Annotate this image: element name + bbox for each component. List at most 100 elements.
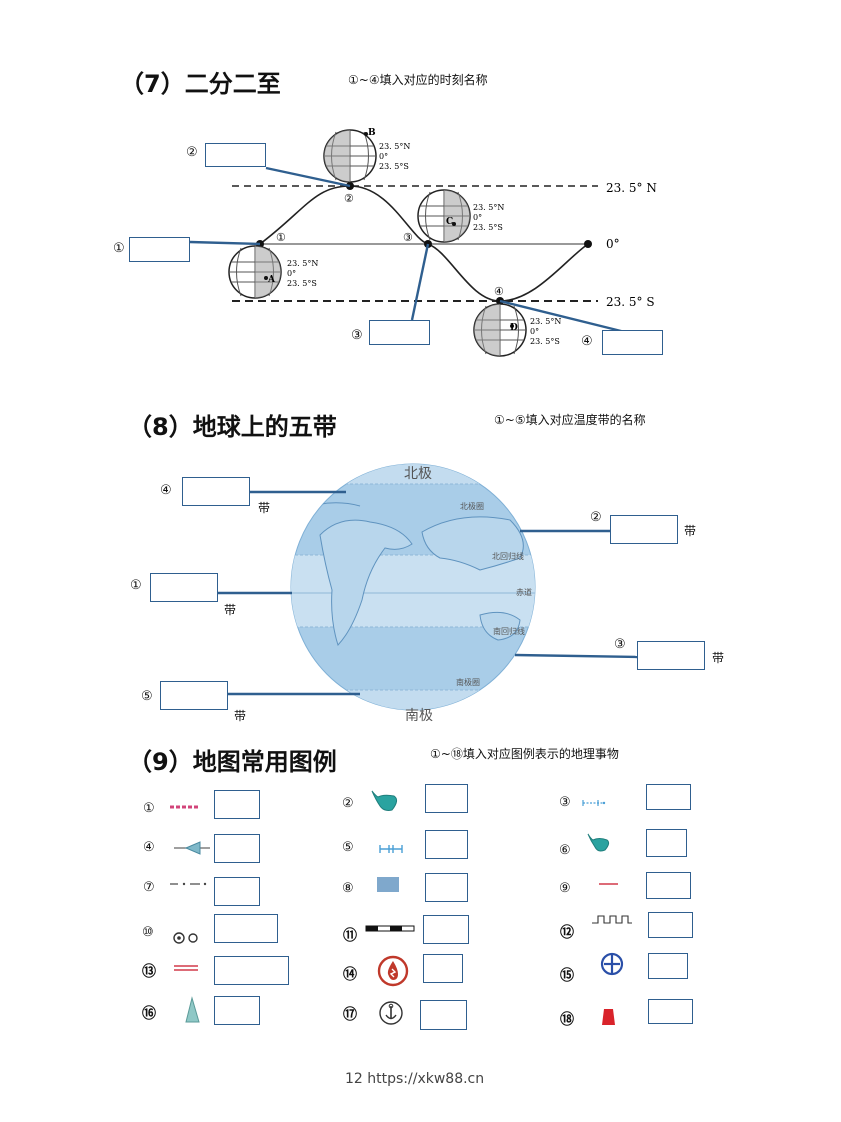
equator-label: 赤道 (516, 587, 532, 597)
legend-answer-box-3[interactable] (646, 784, 691, 810)
section7-instruction: ①~④填入对应的时刻名称 (348, 73, 488, 87)
s8-answer-box-4[interactable] (182, 477, 250, 506)
legend-num-10: ⑩ (142, 925, 154, 940)
s8-answer-box-3[interactable] (637, 641, 705, 670)
north-pole-label: 北极 (404, 466, 432, 482)
legend-num-15: ⑮ (560, 968, 574, 984)
svg-text:23. 5°N: 23. 5°N (287, 259, 318, 268)
legend-8-marsh-icon (377, 877, 399, 892)
s7-answer-box-4[interactable] (602, 330, 663, 355)
legend-answer-box-11[interactable] (423, 915, 469, 944)
s8-suffix-2: 带 (684, 524, 697, 538)
leader-4 (499, 299, 626, 334)
s8-answer-box-1[interactable] (150, 573, 218, 602)
leader-3 (410, 243, 430, 321)
legend-num-11: ⑪ (343, 928, 357, 944)
s8-suffix-1: 带 (224, 603, 237, 617)
legend-answer-box-10[interactable] (214, 914, 278, 943)
s8-num-1: ① (130, 578, 142, 593)
legend-answer-box-17[interactable] (420, 1000, 467, 1030)
tropic-cancer-label: 北回归线 (492, 551, 524, 561)
legend-answer-box-13[interactable] (214, 956, 289, 985)
legend-12-great-wall-icon (592, 915, 632, 924)
svg-text:23. 5°S: 23. 5°S (287, 279, 317, 288)
leader-2 (265, 166, 351, 188)
svg-text:0°: 0° (530, 327, 539, 336)
curve-num-2: ② (344, 192, 354, 205)
svg-text:23. 5°N: 23. 5°N (473, 203, 504, 212)
legend-num-12: ⑫ (560, 925, 574, 941)
legend-10-city-icon (173, 932, 198, 944)
legend-num-9: ⑨ (559, 881, 571, 896)
s7-answer-box-1[interactable] (129, 237, 190, 262)
svg-text:B: B (368, 128, 376, 138)
legend-answer-box-7[interactable] (214, 877, 260, 906)
section8-instruction: ①~⑤填入对应温度带的名称 (494, 413, 646, 427)
legend-num-2: ② (342, 796, 354, 811)
s8-answer-box-5[interactable] (160, 681, 228, 710)
s8-num-2: ② (590, 510, 602, 525)
antarctic-circle-label: 南极圈 (456, 677, 480, 687)
globe-a: A 23. 5°N 0° 23. 5°S (228, 245, 318, 299)
legend-answer-box-1[interactable] (214, 790, 260, 819)
legend-answer-box-18[interactable] (648, 999, 693, 1024)
legend-answer-box-16[interactable] (214, 996, 260, 1025)
s8-answer-box-2[interactable] (610, 515, 678, 544)
south-pole-label: 南极 (405, 708, 433, 724)
section9-title: （9）地图常用图例 (128, 748, 337, 776)
legend-num-18: ⑱ (560, 1012, 574, 1028)
s8-suffix-5: 带 (234, 709, 247, 723)
svg-text:23. 5°S: 23. 5°S (473, 223, 503, 232)
curve-num-4: ④ (494, 285, 504, 298)
leader-1 (189, 240, 261, 246)
legend-answer-box-14[interactable] (423, 954, 463, 983)
s8-num-3: ③ (614, 637, 626, 652)
solstice-equinox-diagram: 23. 5° N 0° 23. 5° S ① ② ③ ④ A 23. 5°N 0… (189, 128, 657, 357)
five-zones-diagram: 北极 南极 北极圈 北回归线 赤道 南回归线 南极圈 (217, 463, 638, 724)
legend-answer-box-2[interactable] (425, 784, 468, 813)
legend-16-mountain-peak-icon (185, 996, 200, 1023)
section8-title: （8）地球上的五带 (128, 413, 337, 441)
legend-5-canal-icon (379, 845, 403, 853)
svg-text:0°: 0° (379, 152, 388, 161)
s7-answer-box-2[interactable] (205, 143, 266, 167)
legend-4-waterfall-icon (174, 841, 210, 855)
legend-2-lake-icon (371, 790, 398, 811)
legend-num-14: ⑭ (343, 967, 357, 983)
legend-answer-box-12[interactable] (648, 912, 693, 938)
legend-num-4: ④ (143, 840, 155, 855)
svg-text:D: D (510, 323, 518, 333)
legend-7-boundary-icon (170, 882, 207, 886)
legend-num-6: ⑥ (559, 843, 571, 858)
legend-answer-box-5[interactable] (425, 830, 468, 859)
svg-text:0°: 0° (473, 213, 482, 222)
legend-18-mine-icon (602, 1009, 615, 1025)
legend-num-5: ⑤ (342, 840, 354, 855)
legend-1-border-icon (170, 805, 198, 809)
legend-14-oil-field-icon (377, 955, 409, 987)
s7-num-1: ① (113, 241, 125, 256)
legend-num-7: ⑦ (143, 880, 155, 895)
curve-num-1: ① (276, 231, 286, 244)
legend-answer-box-6[interactable] (646, 829, 687, 857)
legend-answer-box-8[interactable] (425, 873, 468, 902)
legend-num-13: ⑬ (142, 964, 156, 980)
label-lat-0: 0° (606, 237, 620, 251)
curve-num-3: ③ (403, 231, 413, 244)
svg-text:23. 5°N: 23. 5°N (530, 317, 561, 326)
globe-d: D 23. 5°N 0° 23. 5°S (473, 303, 561, 357)
section7-title: （7）二分二至 (120, 70, 281, 98)
legend-answer-box-9[interactable] (646, 872, 691, 899)
legend-15-power-station-icon (600, 952, 624, 976)
s7-answer-box-3[interactable] (369, 320, 430, 345)
section9-instruction: ①~⑱填入对应图例表示的地理事物 (430, 747, 619, 761)
legend-answer-box-15[interactable] (648, 953, 688, 979)
s7-num-2: ② (186, 145, 198, 160)
svg-text:0°: 0° (287, 269, 296, 278)
legend-answer-box-4[interactable] (214, 834, 260, 863)
point-end (584, 240, 592, 248)
legend-11-railway-icon (365, 925, 415, 932)
label-lat-s: 23. 5° S (606, 295, 655, 309)
legend-3-bridge-icon (582, 800, 606, 806)
s7-num-3: ③ (351, 328, 363, 343)
